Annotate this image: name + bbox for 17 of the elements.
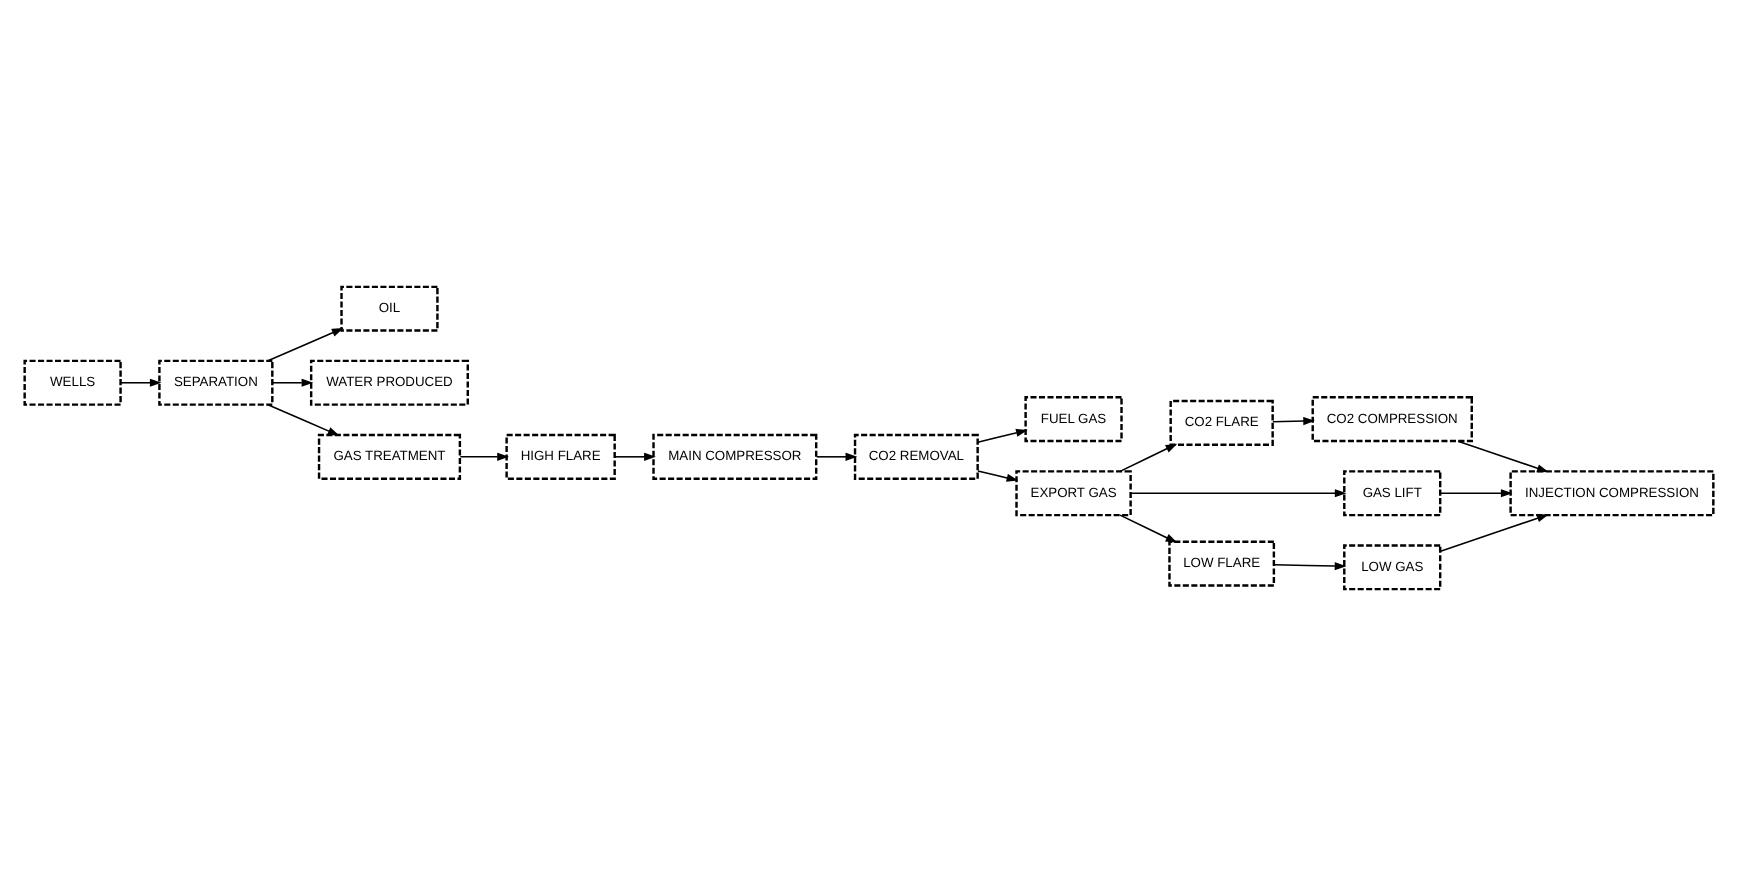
arrow — [1119, 443, 1178, 473]
arrow — [815, 452, 858, 461]
arrow — [459, 452, 509, 461]
arrow — [271, 378, 314, 387]
arrow — [1273, 562, 1347, 571]
arrow — [977, 428, 1028, 443]
arrow — [267, 404, 340, 436]
arrow — [1130, 489, 1347, 498]
arrow — [1119, 514, 1178, 543]
arrow — [614, 452, 656, 461]
arrow — [1457, 440, 1549, 473]
arrow — [977, 470, 1019, 482]
arrow — [1272, 417, 1315, 426]
arrow — [119, 378, 162, 387]
arrow — [1439, 514, 1549, 552]
arrow — [267, 328, 344, 362]
arrow — [1439, 489, 1513, 498]
